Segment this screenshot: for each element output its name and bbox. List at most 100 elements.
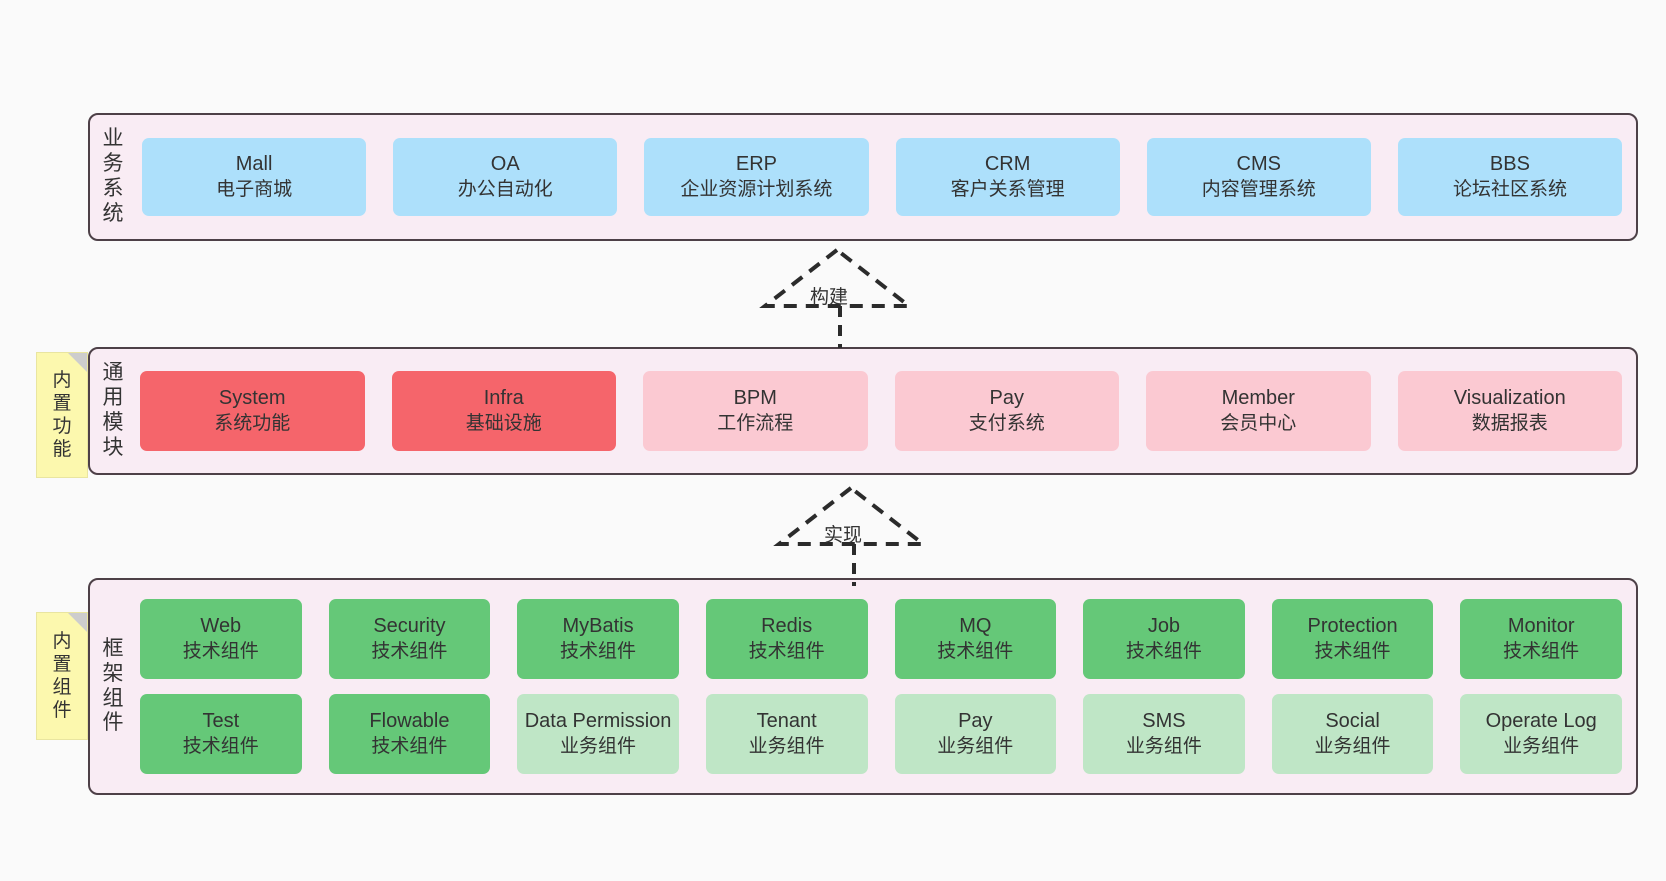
component-item-protection[interactable]: Protection 技术组件 [1271, 599, 1434, 679]
layer-general-modules: 通 用 模 块 System 系统功能 Infra 基础设施 BPM 工作流程 [88, 347, 1638, 475]
item-subtitle: 办公自动化 [457, 178, 553, 200]
layer-framework-components-label: 框 架 组 件 [90, 580, 136, 793]
item-subtitle: 技术组件 [1314, 640, 1391, 662]
component-item-tenant[interactable]: Tenant 业务组件 [705, 694, 868, 774]
component-item-flowable[interactable]: Flowable 技术组件 [328, 694, 491, 774]
component-item-redis[interactable]: Redis 技术组件 [705, 599, 868, 679]
framework-components-row-2: Test 技术组件 Flowable 技术组件 Data Permission … [140, 694, 1622, 774]
item-title: Data Permission [524, 710, 672, 733]
note-label-char: 置 [52, 392, 72, 414]
layer-label-char: 架 [102, 661, 124, 685]
layer-general-modules-label: 通 用 模 块 [90, 349, 136, 473]
item-subtitle: 技术组件 [1125, 640, 1202, 662]
component-item-pay[interactable]: Pay 业务组件 [894, 694, 1057, 774]
business-item-cms[interactable]: CMS 内容管理系统 [1146, 138, 1371, 216]
connector-implement: 实现 [766, 482, 936, 586]
business-item-bbs[interactable]: BBS 论坛社区系统 [1397, 138, 1623, 216]
item-title: Visualization [1453, 387, 1566, 410]
item-subtitle: 论坛社区系统 [1452, 178, 1567, 200]
note-label-char: 件 [52, 700, 72, 722]
item-title: Operate Log [1485, 710, 1597, 733]
item-title: Social [1325, 710, 1380, 733]
item-subtitle: 业务组件 [1314, 735, 1391, 757]
layer-label-char: 务 [102, 152, 124, 176]
layer-label-char: 业 [102, 127, 124, 151]
component-item-operate-log[interactable]: Operate Log 业务组件 [1460, 694, 1622, 774]
item-subtitle: 技术组件 [748, 640, 825, 662]
note-label-char: 功 [52, 416, 72, 437]
layer-framework-components: 框 架 组 件 Web 技术组件 Security 技术组件 MyBatis 技… [88, 578, 1638, 795]
item-subtitle: 技术组件 [182, 735, 259, 757]
layer-label-char: 件 [102, 711, 124, 735]
layer-label-char: 块 [102, 435, 124, 459]
layer-label-char: 系 [102, 177, 124, 200]
component-item-monitor[interactable]: Monitor 技术组件 [1460, 599, 1622, 679]
item-subtitle: 技术组件 [371, 735, 448, 757]
module-item-pay[interactable]: Pay 支付系统 [894, 371, 1119, 451]
item-title: System [218, 387, 286, 410]
layer-label-char: 通 [102, 361, 124, 385]
item-title: BBS [1489, 153, 1530, 176]
item-subtitle: 技术组件 [182, 640, 259, 662]
component-item-security[interactable]: Security 技术组件 [328, 599, 491, 679]
item-title: MQ [959, 615, 992, 638]
item-title: Job [1147, 615, 1181, 638]
item-title: ERP [735, 153, 777, 176]
business-item-oa[interactable]: OA 办公自动化 [393, 138, 618, 216]
layer-label-char: 统 [102, 201, 124, 225]
business-item-mall[interactable]: Mall 电子商城 [142, 138, 367, 216]
item-subtitle: 支付系统 [968, 412, 1045, 434]
module-item-visualization[interactable]: Visualization 数据报表 [1397, 371, 1622, 451]
item-subtitle: 内容管理系统 [1201, 178, 1316, 200]
note-label-char: 置 [52, 653, 72, 675]
item-title: Redis [761, 615, 813, 638]
note-builtin-component: 内 置 组 件 [36, 612, 88, 740]
layer-label-char: 用 [102, 386, 124, 410]
component-item-job[interactable]: Job 技术组件 [1083, 599, 1245, 679]
item-title: BPM [733, 387, 777, 410]
business-system-row: Mall 电子商城 OA 办公自动化 ERP 企业资源计划系统 CRM 客户关系… [142, 138, 1623, 216]
layer-label-char: 组 [102, 686, 124, 710]
business-item-crm[interactable]: CRM 客户关系管理 [895, 138, 1120, 216]
component-item-test[interactable]: Test 技术组件 [140, 694, 302, 774]
connector-build-label: 构建 [810, 287, 849, 308]
item-subtitle: 技术组件 [371, 640, 448, 662]
module-item-bpm[interactable]: BPM 工作流程 [643, 371, 868, 451]
item-title: MyBatis [562, 615, 634, 638]
connector-implement-label: 实现 [824, 525, 863, 546]
item-subtitle: 客户关系管理 [950, 178, 1065, 200]
dashed-generalization-arrow-icon [759, 247, 915, 348]
layer-business-system-body: Mall 电子商城 OA 办公自动化 ERP 企业资源计划系统 CRM 客户关系… [136, 115, 1636, 239]
item-title: Member [1221, 387, 1295, 410]
item-subtitle: 数据报表 [1471, 412, 1548, 434]
note-label-char: 能 [52, 439, 72, 461]
component-item-sms[interactable]: SMS 业务组件 [1083, 694, 1245, 774]
item-subtitle: 系统功能 [214, 412, 291, 434]
component-item-mq[interactable]: MQ 技术组件 [894, 599, 1057, 679]
item-title: SMS [1142, 710, 1186, 733]
component-item-data-permission[interactable]: Data Permission 业务组件 [517, 694, 679, 774]
layer-framework-components-body: Web 技术组件 Security 技术组件 MyBatis 技术组件 Redi… [136, 580, 1636, 793]
note-fold-corner-icon [68, 353, 87, 372]
module-item-member[interactable]: Member 会员中心 [1146, 371, 1371, 451]
item-subtitle: 企业资源计划系统 [680, 178, 833, 200]
component-item-social[interactable]: Social 业务组件 [1271, 694, 1434, 774]
item-subtitle: 技术组件 [1503, 640, 1580, 662]
item-title: OA [490, 153, 520, 176]
module-item-infra[interactable]: Infra 基础设施 [391, 371, 616, 451]
component-item-web[interactable]: Web 技术组件 [140, 599, 302, 679]
general-modules-row: System 系统功能 Infra 基础设施 BPM 工作流程 Pay 支付系统… [140, 371, 1622, 451]
item-title: Test [202, 710, 240, 733]
module-item-system[interactable]: System 系统功能 [140, 371, 365, 451]
component-item-mybatis[interactable]: MyBatis 技术组件 [517, 599, 679, 679]
layer-label-char: 框 [102, 636, 124, 660]
item-subtitle: 技术组件 [937, 640, 1014, 662]
item-subtitle: 业务组件 [560, 735, 637, 757]
item-subtitle: 技术组件 [560, 640, 637, 662]
business-item-erp[interactable]: ERP 企业资源计划系统 [644, 138, 869, 216]
item-title: Flowable [369, 710, 450, 733]
item-title: Protection [1307, 615, 1398, 638]
item-title: CRM [984, 153, 1031, 176]
layer-business-system: 业 务 系 统 Mall 电子商城 OA 办公自动化 ERP 企业资源计划系统 [88, 113, 1638, 241]
